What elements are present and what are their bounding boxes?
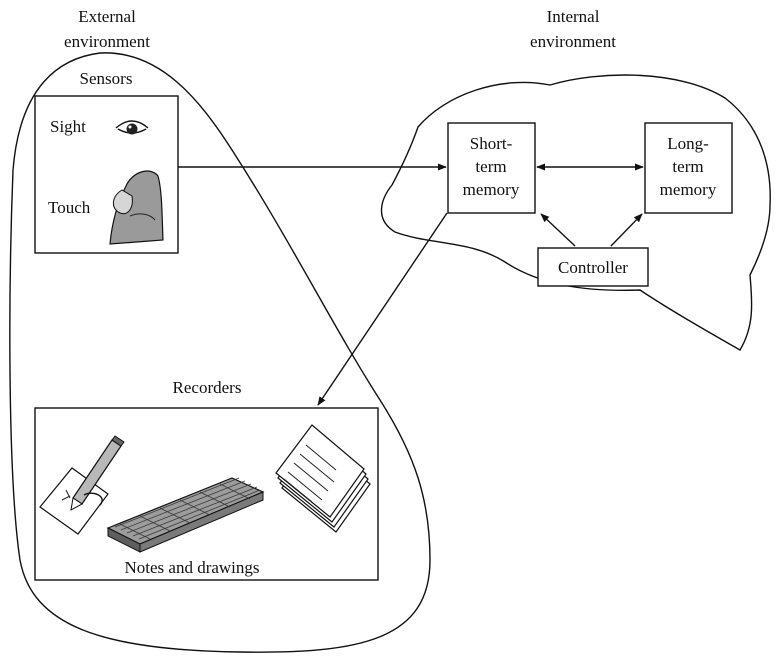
controller-to-short-term-arrow: [540, 213, 576, 247]
eye-icon: [115, 120, 149, 135]
long-term-memory-label-1: Long-: [667, 134, 709, 153]
long-term-memory-label-3: memory: [660, 180, 717, 199]
document-stack-icon: [275, 424, 371, 533]
long-term-memory-box: [644, 122, 733, 214]
external-environment-label-1: External: [78, 7, 136, 26]
controller-to-long-term-arrow: [610, 213, 643, 247]
notes-and-drawings-label: Notes and drawings: [124, 558, 259, 577]
pencil-paper-icon: [39, 435, 125, 535]
short-term-memory-label-3: memory: [463, 180, 520, 199]
internal-environment-label-1: Internal: [547, 7, 600, 26]
short-term-memory-box: [447, 122, 536, 214]
short-term-memory-label-2: term: [475, 157, 506, 176]
internal-environment-label-2: environment: [530, 32, 616, 51]
recorders-label: Recorders: [173, 378, 242, 397]
sight-label: Sight: [50, 117, 86, 136]
short-term-to-recorders-arrow: [317, 212, 448, 406]
touch-label: Touch: [48, 198, 91, 217]
external-environment-boundary: [9, 52, 431, 653]
controller-box: [537, 247, 649, 287]
finger-touch-icon: [109, 170, 164, 245]
sensors-label: Sensors: [80, 69, 133, 88]
keyboard-icon: [83, 477, 265, 553]
internal-environment-boundary: [380, 74, 771, 351]
short-term-memory-label-1: Short-: [470, 134, 513, 153]
long-term-memory-label-2: term: [672, 157, 703, 176]
controller-label: Controller: [558, 258, 628, 277]
external-environment-label-2: environment: [64, 32, 150, 51]
